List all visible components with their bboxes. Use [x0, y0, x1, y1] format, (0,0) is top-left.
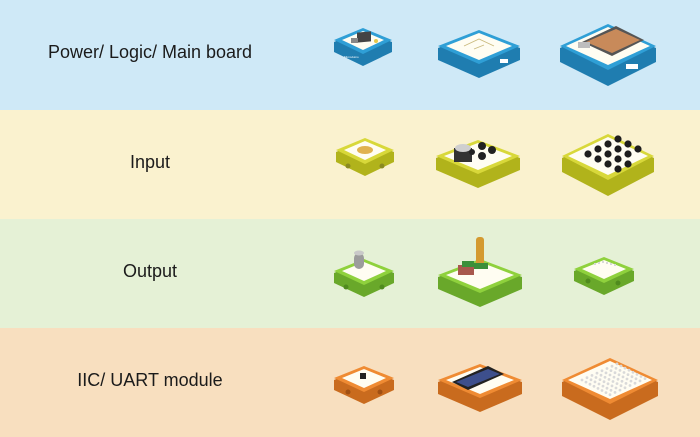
- matrix-led: [634, 377, 638, 381]
- matrix-led: [626, 373, 630, 376]
- matrix-led: [600, 369, 604, 373]
- matrix-led: [623, 366, 627, 370]
- matrix-led: [622, 371, 626, 374]
- matrix-led: [616, 377, 620, 381]
- matrix-led: [603, 375, 607, 379]
- matrix-led: [608, 373, 612, 377]
- matrix-led: [589, 378, 593, 382]
- matrix-led: [605, 367, 609, 370]
- matrix-led: [613, 391, 617, 394]
- power-module-small: Microduino: [334, 28, 392, 66]
- matrix-led: [612, 375, 616, 379]
- matrix-led: [615, 382, 619, 385]
- category-label: Output: [122, 261, 178, 281]
- matrix-led: [618, 388, 622, 392]
- uart-module-small: [334, 366, 394, 404]
- matrix-led: [602, 380, 606, 384]
- logic-module-medium: [438, 30, 520, 78]
- matrix-led: [633, 381, 637, 385]
- category-label: Input: [129, 152, 171, 172]
- matrix-led: [609, 369, 613, 372]
- category-label: IIC/ UART module: [77, 370, 223, 390]
- matrix-led: [598, 378, 602, 381]
- matrix-led: [585, 376, 589, 380]
- matrix-led: [629, 379, 633, 383]
- keypad-module: [562, 134, 654, 196]
- matrix-led: [611, 380, 615, 383]
- matrix-led: [639, 375, 643, 378]
- matrix-led: [619, 384, 623, 388]
- matrix-led: [631, 370, 635, 374]
- matrix-led: [617, 373, 621, 377]
- matrix-led: [604, 391, 608, 394]
- matrix-led: [592, 384, 596, 388]
- matrix-led: [610, 364, 614, 368]
- category-band-iic-uart: IIC/ UART module: [0, 328, 700, 437]
- matrix-led: [638, 379, 642, 383]
- motor-module: [438, 237, 522, 307]
- matrix-led: [599, 373, 603, 377]
- input-module-small: [336, 138, 394, 176]
- main-board-large: [560, 24, 656, 86]
- matrix-led: [620, 379, 624, 383]
- matrix-led: [635, 373, 639, 376]
- matrix-led: [614, 386, 618, 390]
- matrix-led: [593, 380, 597, 384]
- matrix-led: [594, 376, 598, 379]
- matrix-led: [604, 371, 608, 375]
- matrix-led: [618, 369, 622, 372]
- matrix-led: [590, 374, 594, 377]
- matrix-led: [601, 384, 605, 388]
- matrix-led: [610, 384, 614, 388]
- matrix-led: [625, 377, 629, 381]
- matrix-led: [621, 375, 625, 379]
- matrix-led: [600, 389, 604, 392]
- matrix-led: [623, 386, 627, 390]
- led-matrix-module: [562, 358, 658, 420]
- svg-text:Microduino: Microduino: [344, 55, 359, 59]
- matrix-led: [615, 362, 619, 366]
- matrix-led: [624, 382, 628, 385]
- matrix-led: [609, 388, 613, 392]
- matrix-led: [628, 384, 632, 387]
- led-bar-module: [574, 257, 634, 295]
- oled-display-module: [438, 364, 522, 412]
- matrix-led: [608, 393, 612, 397]
- matrix-led: [630, 375, 634, 379]
- matrix-led: [606, 382, 610, 386]
- category-label: Power/ Logic/ Main board: [47, 42, 253, 62]
- matrix-led: [614, 366, 618, 370]
- matrix-led: [613, 371, 617, 375]
- matrix-led: [597, 382, 601, 386]
- buzzer-module: [334, 250, 394, 297]
- matrix-led: [607, 378, 611, 381]
- matrix-led: [596, 387, 600, 390]
- matrix-led: [627, 368, 631, 372]
- matrix-led: [595, 371, 599, 375]
- matrix-led: [584, 380, 588, 384]
- matrix-led: [619, 364, 623, 368]
- category-band-output: Output: [0, 219, 700, 328]
- matrix-led: [588, 382, 592, 386]
- matrix-led: [605, 386, 609, 390]
- category-band-input: Input: [0, 110, 700, 219]
- category-band-power-logic-main: Power/ Logic/ Main board Microduino: [0, 0, 700, 110]
- joystick-module: [436, 140, 520, 188]
- matrix-led: [643, 377, 647, 380]
- matrix-led: [580, 378, 584, 382]
